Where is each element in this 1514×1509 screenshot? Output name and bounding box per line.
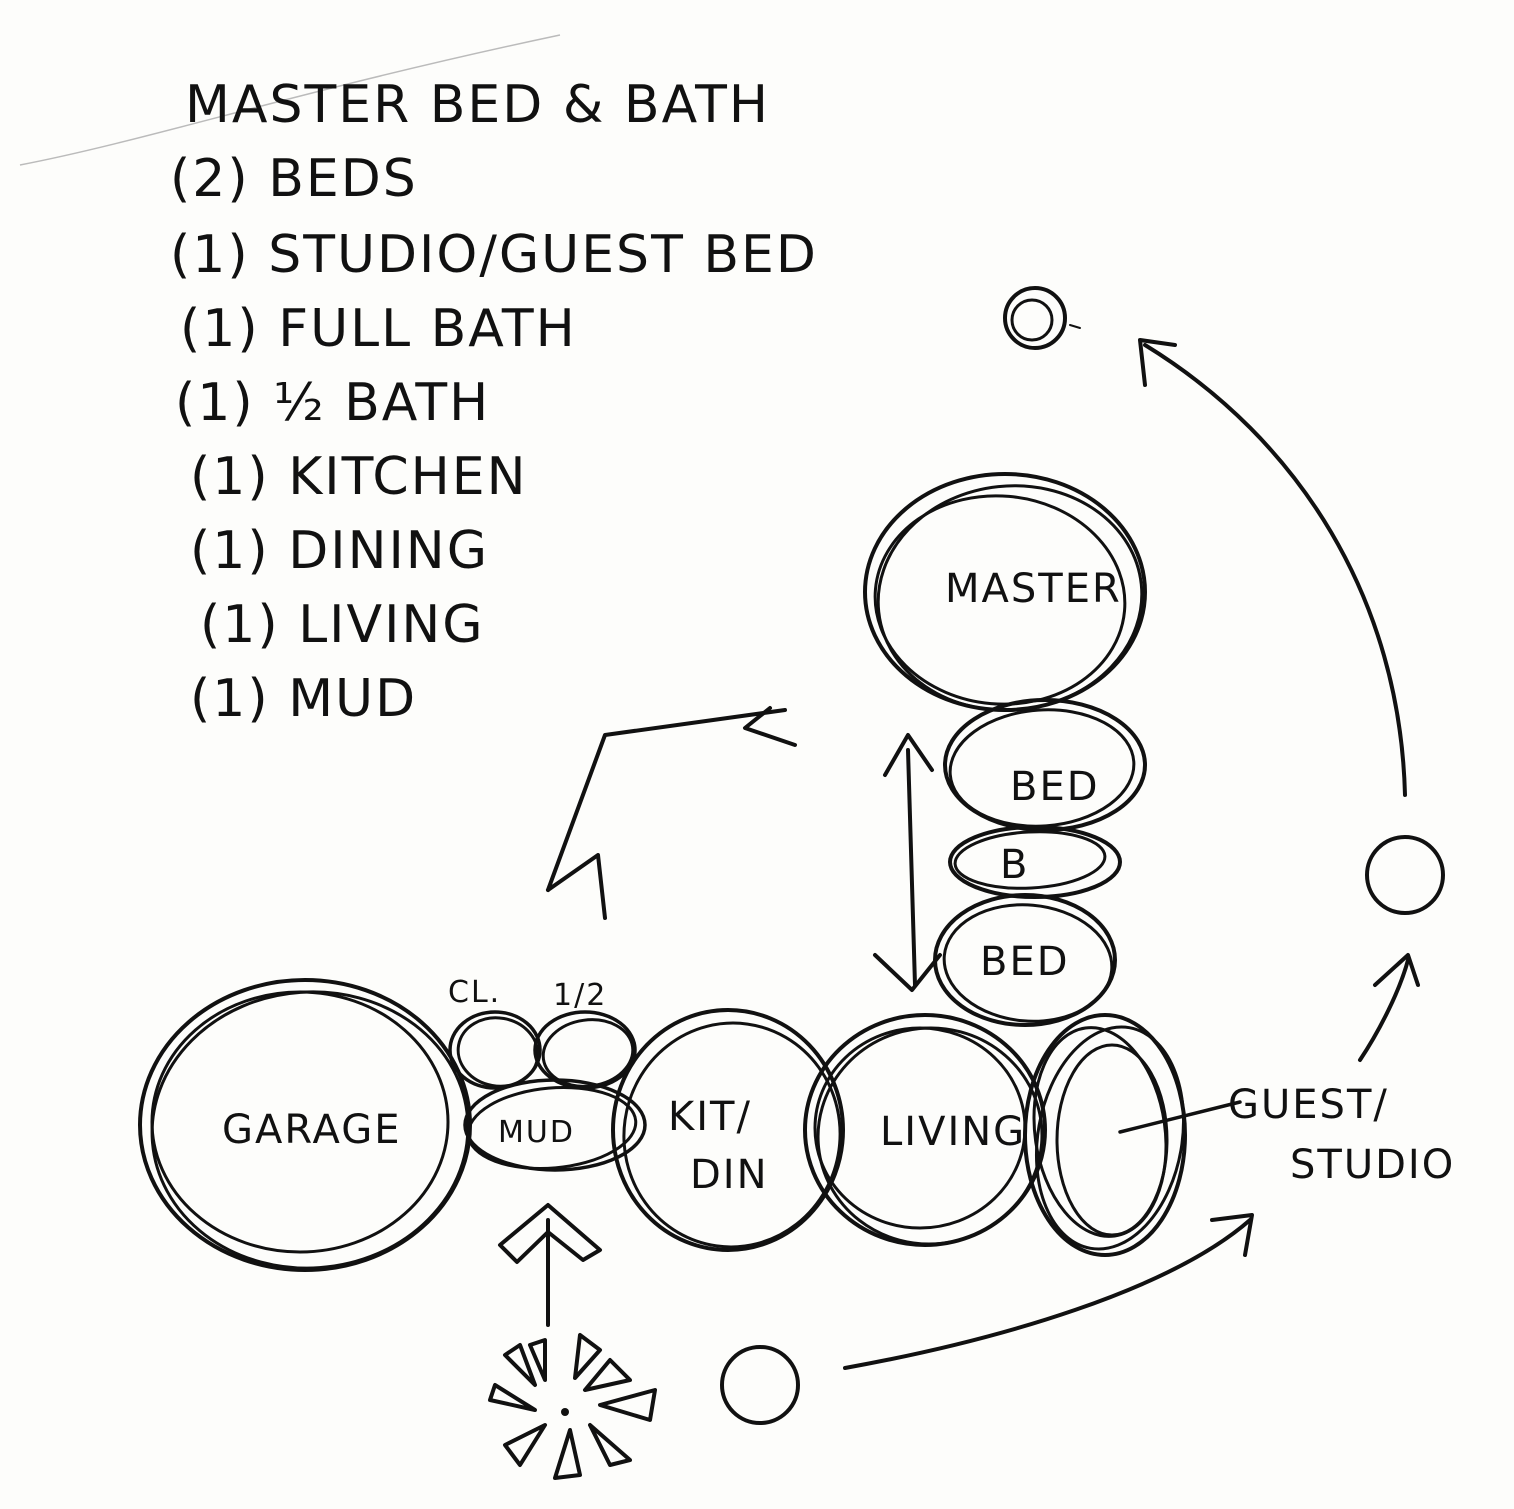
half-bath-label: 1/2 — [553, 978, 607, 1013]
program-item: (1) STUDIO/GUEST BED — [170, 225, 818, 285]
north-arrow-icon — [546, 706, 797, 920]
program-list: MASTER BED & BATH (2) BEDS (1) STUDIO/GU… — [170, 75, 818, 729]
sun-circle-icon — [720, 1345, 800, 1425]
mud-label: MUD — [498, 1115, 575, 1150]
living-bubble: LIVING — [803, 1013, 1047, 1247]
bath-bubble: B — [948, 825, 1122, 899]
master-bubble: MASTER — [863, 472, 1147, 712]
program-item: (1) LIVING — [200, 595, 485, 655]
program-item: (2) BEDS — [170, 149, 418, 209]
master-label: MASTER — [945, 566, 1122, 612]
program-item: (1) FULL BATH — [180, 299, 577, 359]
program-item: (1) KITCHEN — [190, 447, 528, 507]
half-bath-bubble: 1/2 — [533, 978, 637, 1090]
entry-arrow-icon — [498, 1203, 602, 1327]
bed-upper-label: BED — [1010, 764, 1100, 810]
program-item: MASTER BED & BATH — [185, 75, 770, 135]
guest-label-line2: STUDIO — [1290, 1142, 1455, 1188]
double-arrow-icon — [873, 733, 942, 992]
guest-studio-bubble: GUEST/ STUDIO — [1023, 1013, 1455, 1257]
program-item: (1) ½ BATH — [175, 373, 490, 433]
closet-label: CL. — [448, 975, 501, 1010]
garage-bubble: GARAGE — [138, 978, 472, 1272]
kit-din-label-line2: DIN — [690, 1152, 769, 1198]
mud-bubble: MUD — [463, 1078, 647, 1172]
sun-path — [720, 286, 1445, 1425]
garage-label: GARAGE — [222, 1107, 401, 1153]
bed-lower-label: BED — [980, 939, 1070, 985]
closet-bubble: CL. — [448, 975, 542, 1090]
compass-star-icon — [488, 1333, 657, 1480]
paper-fold-line — [19, 34, 561, 166]
bed-upper-bubble: BED — [943, 698, 1147, 832]
bath-label: B — [1000, 842, 1029, 888]
guest-label-line1: GUEST/ — [1228, 1082, 1389, 1128]
sun-circle-icon — [1365, 835, 1445, 915]
kit-din-label-line1: KIT/ — [668, 1094, 752, 1140]
sun-circle-icon — [1003, 286, 1067, 350]
kit-din-bubble: KIT/ DIN — [611, 1008, 845, 1252]
program-item: (1) MUD — [190, 669, 417, 729]
bed-lower-bubble: BED — [933, 893, 1117, 1027]
program-item: (1) DINING — [190, 521, 489, 581]
living-label: LIVING — [880, 1109, 1026, 1155]
